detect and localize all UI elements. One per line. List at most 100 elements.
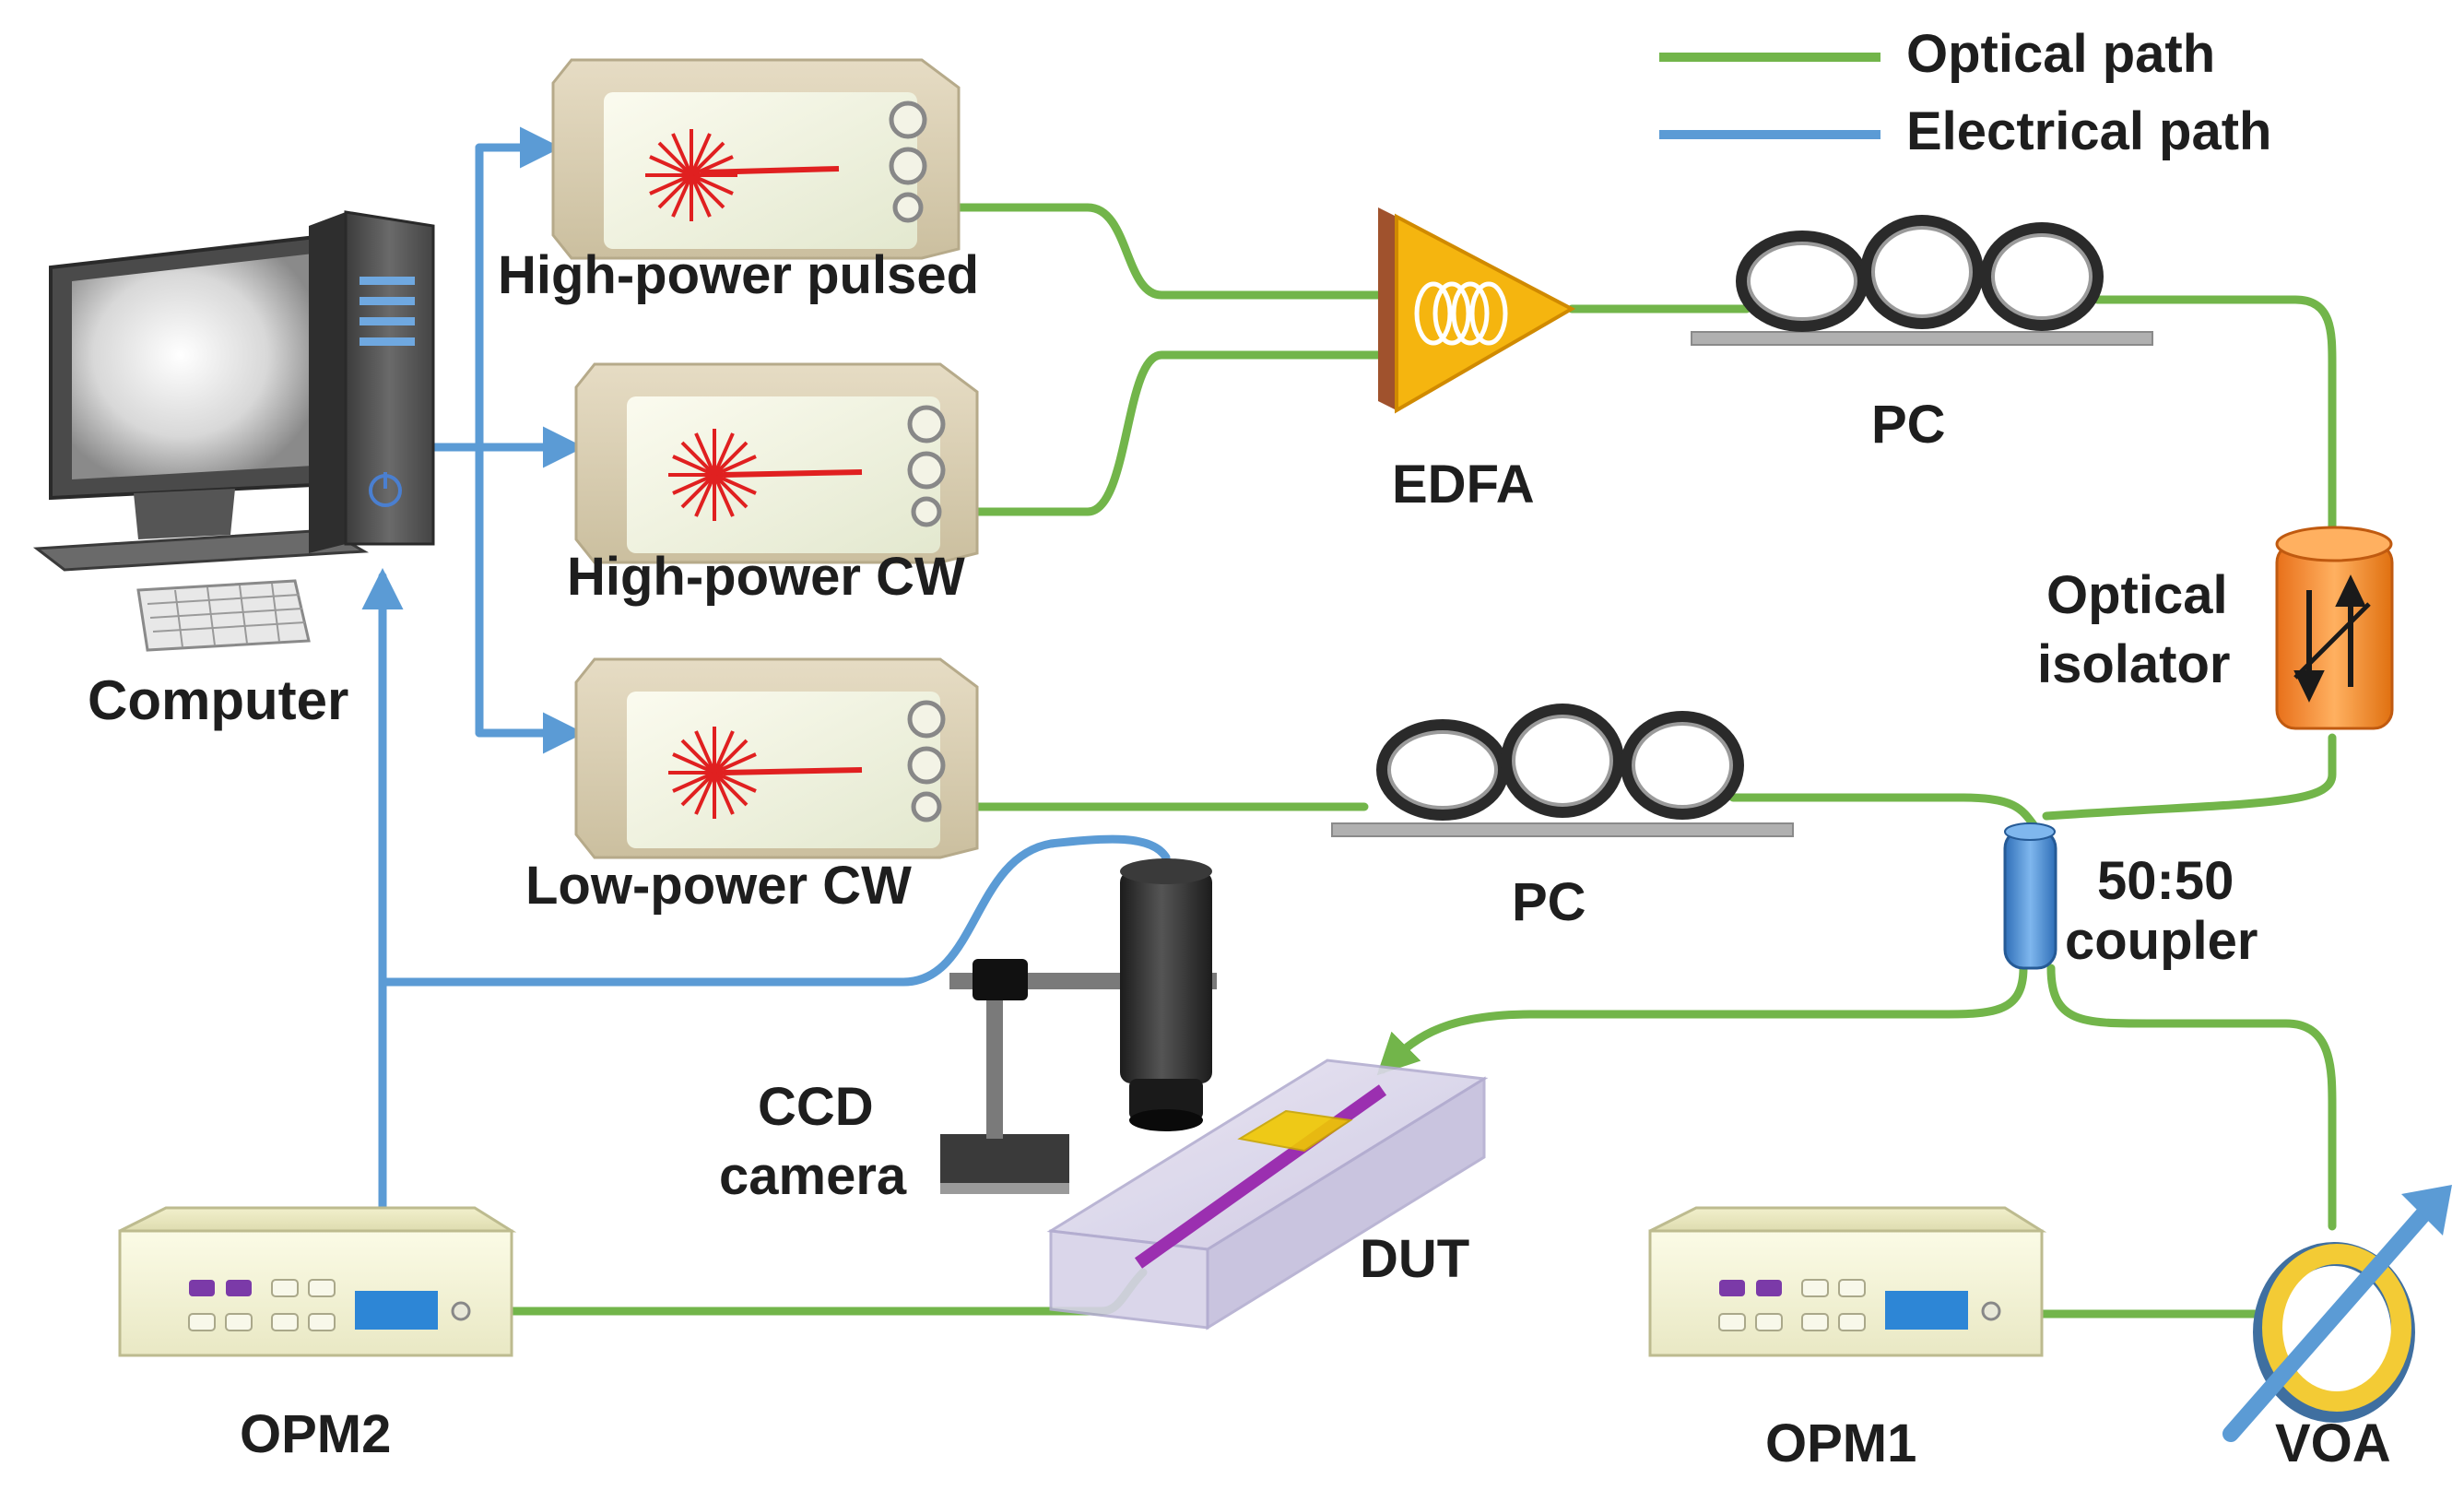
ccd-camera-lens-tip	[1129, 1109, 1203, 1131]
laser-pulsed-knobs	[889, 101, 927, 223]
ccd-stand-pole	[986, 977, 1003, 1139]
voa: VOA	[2222, 1185, 2452, 1473]
coupler-50-50: 50:50 coupler	[2003, 822, 2258, 971]
coupler-label-line1: 50:50	[2097, 851, 2234, 911]
pc-top-paddles	[1736, 215, 2104, 332]
tower-vent-3	[360, 317, 415, 325]
opm1-button-5	[1718, 1313, 1746, 1331]
laser-cw-high-label: High-power CW	[567, 547, 965, 607]
pc-tower	[344, 210, 435, 546]
monitor-screen	[72, 254, 313, 479]
keyboard-keys	[147, 583, 306, 648]
laser-cw-high-beam	[723, 469, 863, 478]
edfa-coil-icon	[1414, 281, 1508, 346]
dut-slab-front	[1049, 1229, 1209, 1330]
electrical-ccd-link	[378, 834, 1171, 987]
opm1-button-1	[1719, 1280, 1745, 1296]
ccd-stand-base-plate	[940, 1183, 1069, 1194]
opm1-port	[1981, 1301, 2001, 1321]
pc-bottom-paddles	[1376, 704, 1744, 821]
opm2-button-3	[271, 1279, 299, 1297]
monitor-stand-base	[32, 528, 370, 572]
coupler-top-cap	[2004, 822, 2056, 841]
ccd-camera-lens	[1129, 1079, 1203, 1120]
opm2-button-7	[271, 1313, 299, 1331]
isolator-arrows-icon	[2293, 574, 2371, 703]
pc-top-paddles-highlight	[1747, 226, 2093, 321]
pc-top-label: PC	[1871, 395, 1946, 455]
laser-high-power-pulsed: High-power pulsed	[498, 58, 979, 305]
voa-adjust-arrow	[2222, 1200, 2437, 1442]
ccd-stand-clamp	[973, 959, 1028, 1000]
opm1-button-7	[1801, 1313, 1829, 1331]
optical-coupler-to-dut	[1376, 964, 2028, 1076]
laser-cw-low-knobs	[907, 700, 946, 822]
ccd-label-line2: camera	[719, 1146, 907, 1206]
isolator-label-line1: Optical	[2046, 565, 2228, 625]
laser-cw-low-starburst-icon	[668, 727, 760, 819]
pc-bottom-label: PC	[1512, 872, 1586, 932]
optical-pulsed-to-edfa	[913, 203, 1383, 300]
tower-vent-1	[360, 277, 415, 285]
isolator-top-cap	[2275, 526, 2393, 562]
dut-label: DUT	[1360, 1229, 1469, 1289]
optical-cw-high-to-edfa	[931, 350, 1383, 516]
dut-sample-pad	[1237, 1109, 1353, 1153]
dut-slab-side	[1206, 1076, 1486, 1331]
laser-cw-low-label: Low-power CW	[525, 856, 912, 916]
pc-tower-side	[309, 212, 346, 553]
laser-pulsed-label: High-power pulsed	[498, 245, 979, 305]
opm2-button-4	[308, 1279, 336, 1297]
coupler-body	[2003, 828, 2057, 970]
optical-pc-to-isolator	[2093, 295, 2337, 535]
opm1-display	[1885, 1291, 1968, 1330]
edfa-label: EDFA	[1392, 455, 1535, 514]
opm2-button-8	[308, 1313, 336, 1331]
opm1-button-8	[1838, 1313, 1866, 1331]
ccd-camera-body	[1120, 871, 1212, 1083]
ccd-camera: CCD camera	[719, 858, 1217, 1206]
laser-cw-high-knobs	[907, 405, 946, 527]
coupler-label-line2: coupler	[2065, 911, 2258, 971]
polarization-controller-bottom: PC	[1331, 704, 1794, 932]
opm1-label: OPM1	[1765, 1413, 1916, 1473]
opm2-button-5	[188, 1313, 216, 1331]
computer-label: Computer	[88, 669, 348, 731]
opm1-button-3	[1801, 1279, 1829, 1297]
monitor-stand-neck	[134, 489, 235, 539]
ccd-label-line1: CCD	[758, 1077, 874, 1137]
legend: Optical path Electrical path	[1659, 24, 2271, 161]
edfa: EDFA	[1378, 207, 1576, 514]
opm1-button-6	[1755, 1313, 1783, 1331]
edfa-triangle	[1395, 213, 1576, 414]
laser-high-power-cw: High-power CW	[567, 362, 979, 607]
polarization-controller-top: PC	[1691, 215, 2153, 455]
legend-electrical-label: Electrical path	[1906, 101, 2271, 161]
computer: Computer	[32, 210, 435, 731]
opm2-port	[451, 1301, 471, 1321]
tower-vent-2	[360, 297, 415, 305]
tower-vent-4	[360, 337, 415, 346]
pc-bottom-paddles-highlight	[1387, 715, 1733, 810]
legend-optical-label: Optical path	[1906, 24, 2215, 84]
optical-coupler-to-voa	[2046, 964, 2337, 1231]
pc-bottom-base	[1331, 822, 1794, 837]
opm1-button-4	[1838, 1279, 1866, 1297]
opm2: OPM2	[118, 1206, 517, 1464]
keyboard-icon	[136, 579, 311, 652]
opm2-top	[119, 1206, 517, 1233]
opm1-top	[1649, 1206, 2047, 1233]
laser-pulsed-beam	[700, 166, 840, 175]
opm1: OPM1	[1648, 1206, 2047, 1473]
opm2-button-1	[189, 1280, 215, 1296]
opm2-button-2	[226, 1280, 252, 1296]
electrical-paths	[361, 126, 1171, 1212]
ccd-stand-base	[940, 1134, 1069, 1185]
optical-isolator-to-coupler	[2042, 733, 2337, 821]
opm2-display	[355, 1291, 438, 1330]
laser-cw-low-beam	[723, 767, 863, 775]
voa-ring	[2262, 1244, 2411, 1412]
laser-pulsed-starburst-icon	[645, 129, 737, 221]
laser-low-power-cw: Low-power CW	[525, 657, 979, 916]
